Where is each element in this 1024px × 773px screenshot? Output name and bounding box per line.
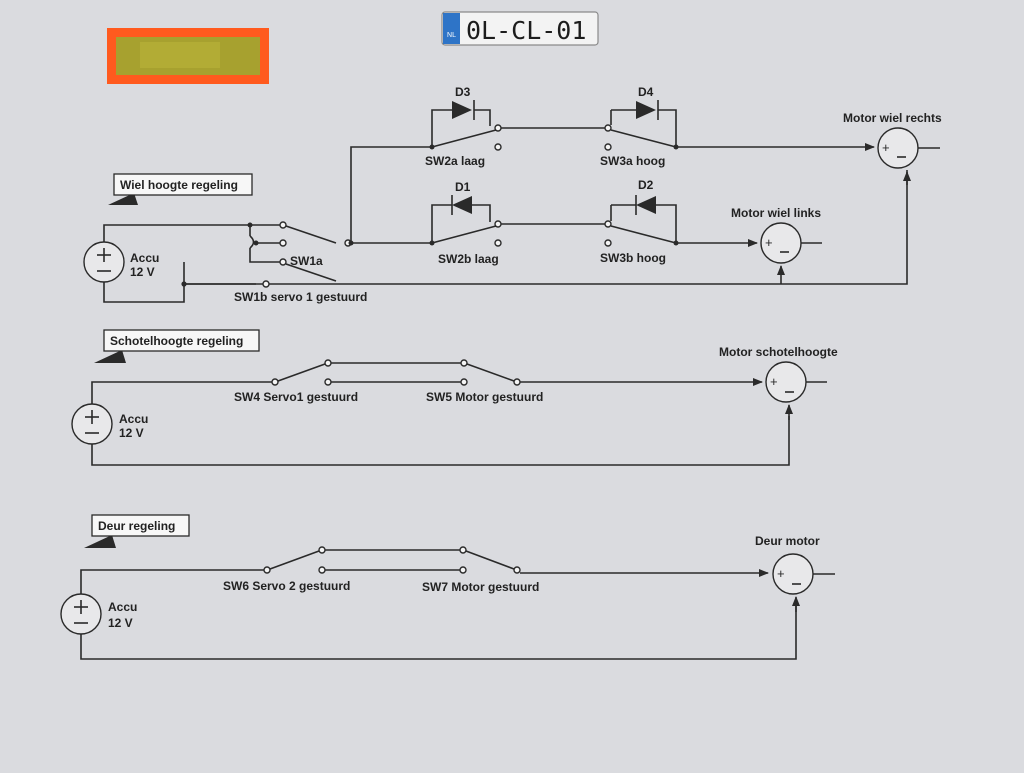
motor-schotelhoogte: + Motor schotelhoogte [719, 345, 838, 420]
sw1b-label: SW1b servo 1 gestuurd [234, 290, 367, 304]
sw2a-label: SW2a laag [425, 154, 485, 168]
sw4-label: SW4 Servo1 gestuurd [234, 390, 358, 404]
d3-label: D3 [455, 85, 471, 99]
battery-1: Accu 12 V [83, 241, 159, 283]
tag-wiel: Wiel hoogte regeling [108, 173, 253, 205]
deur-motor: + Deur motor [755, 534, 835, 612]
diode-d3-icon [452, 101, 472, 119]
sw5-label: SW5 Motor gestuurd [426, 390, 543, 404]
battery-2-voltage: 12 V [119, 426, 144, 440]
license-plate: NL 0L-CL-01 [441, 11, 599, 46]
schotel-title: Schotelhoogte regeling [110, 334, 243, 348]
svg-text:+: + [765, 235, 773, 250]
switch-sw7: SW7 Motor gestuurd [422, 546, 539, 594]
battery-1-name: Accu [130, 251, 159, 265]
switch-sw3a: D4 SW3a hoog [600, 85, 679, 168]
svg-text:+: + [770, 374, 778, 389]
motor-rechts-label: Motor wiel rechts [843, 111, 942, 125]
battery-3: Accu 12 V [60, 593, 137, 635]
battery-3-voltage: 12 V [108, 616, 133, 630]
switch-sw2b: D1 SW2b laag [418, 180, 502, 266]
battery-1-voltage: 12 V [130, 265, 155, 279]
wiel-title: Wiel hoogte regeling [120, 178, 238, 192]
battery-2: Accu 12 V [71, 403, 148, 445]
motor-wiel-links: + Motor wiel links [731, 206, 822, 284]
svg-text:+: + [777, 566, 785, 581]
d1-label: D1 [455, 180, 471, 194]
tag-deur: Deur regeling [84, 514, 190, 548]
switch-sw2a: D3 SW2a laag [418, 85, 502, 168]
switch-sw4: SW4 Servo1 gestuurd [234, 359, 358, 404]
d2-label: D2 [638, 178, 654, 192]
sw2b-label: SW2b laag [438, 252, 499, 266]
diode-d2-icon [636, 196, 656, 214]
battery-3-name: Accu [108, 600, 137, 614]
tag-schotel: Schotelhoogte regeling [94, 329, 260, 363]
deur-motor-label: Deur motor [755, 534, 820, 548]
plate-country: NL [447, 32, 456, 39]
motor-wiel-rechts: + Motor wiel rechts [843, 111, 942, 185]
svg-text:+: + [882, 140, 890, 155]
orange-sticker [107, 28, 269, 84]
battery-2-name: Accu [119, 412, 148, 426]
switch-sw1: SW1a SW1b servo 1 gestuurd [234, 221, 367, 304]
diode-d1-icon [452, 196, 472, 214]
motor-schotel-label: Motor schotelhoogte [719, 345, 838, 359]
switch-sw3b: D2 SW3b hoog [600, 178, 679, 265]
sw7-label: SW7 Motor gestuurd [422, 580, 539, 594]
sw1a-label: SW1a [290, 254, 323, 268]
motor-links-label: Motor wiel links [731, 206, 821, 220]
d4-label: D4 [638, 85, 654, 99]
plate-number: 0L-CL-01 [466, 16, 586, 45]
sw6-label: SW6 Servo 2 gestuurd [223, 579, 350, 593]
diode-d4-icon [636, 101, 656, 119]
deur-title: Deur regeling [98, 519, 175, 533]
sw3a-label: SW3a hoog [600, 154, 665, 168]
sw3b-label: SW3b hoog [600, 251, 666, 265]
